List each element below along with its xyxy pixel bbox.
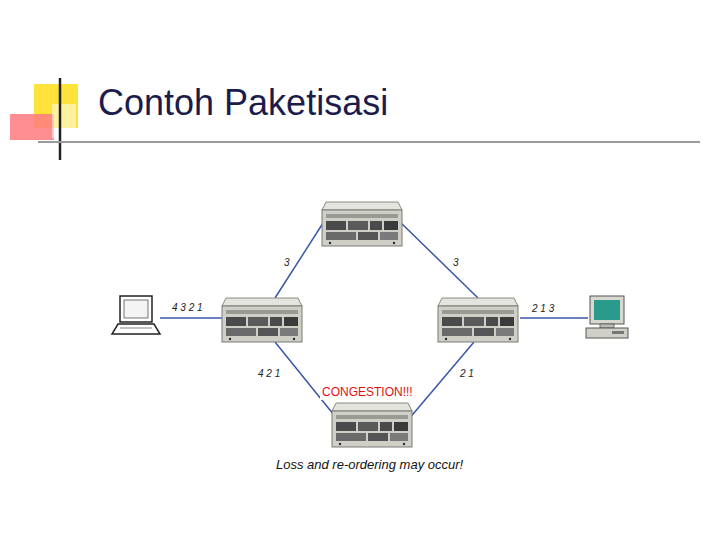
packet-sequence: 3	[451, 257, 461, 269]
laptop	[112, 296, 160, 334]
packet-sequence: 2 1	[458, 368, 476, 380]
congestion-warning: CONGESTION!!!	[320, 386, 415, 400]
deco-line	[59, 78, 62, 160]
packet-sequence: 2 1 3	[530, 303, 556, 315]
router	[332, 403, 412, 447]
router	[222, 298, 302, 342]
desktop-computer	[586, 296, 628, 338]
deco-line	[38, 141, 700, 143]
note-text: Loss and re-ordering may occur!	[274, 458, 465, 473]
packet-sequence: 4 2 1	[256, 368, 282, 380]
router	[322, 202, 402, 246]
deco-square	[52, 104, 76, 138]
slide-title: Contoh Paketisasi	[98, 82, 388, 123]
link-lines	[160, 220, 588, 420]
packet-sequence: 4 3 2 1	[170, 302, 205, 314]
deco-square	[10, 114, 54, 140]
router	[438, 298, 518, 342]
packet-sequence: 3	[282, 257, 292, 269]
